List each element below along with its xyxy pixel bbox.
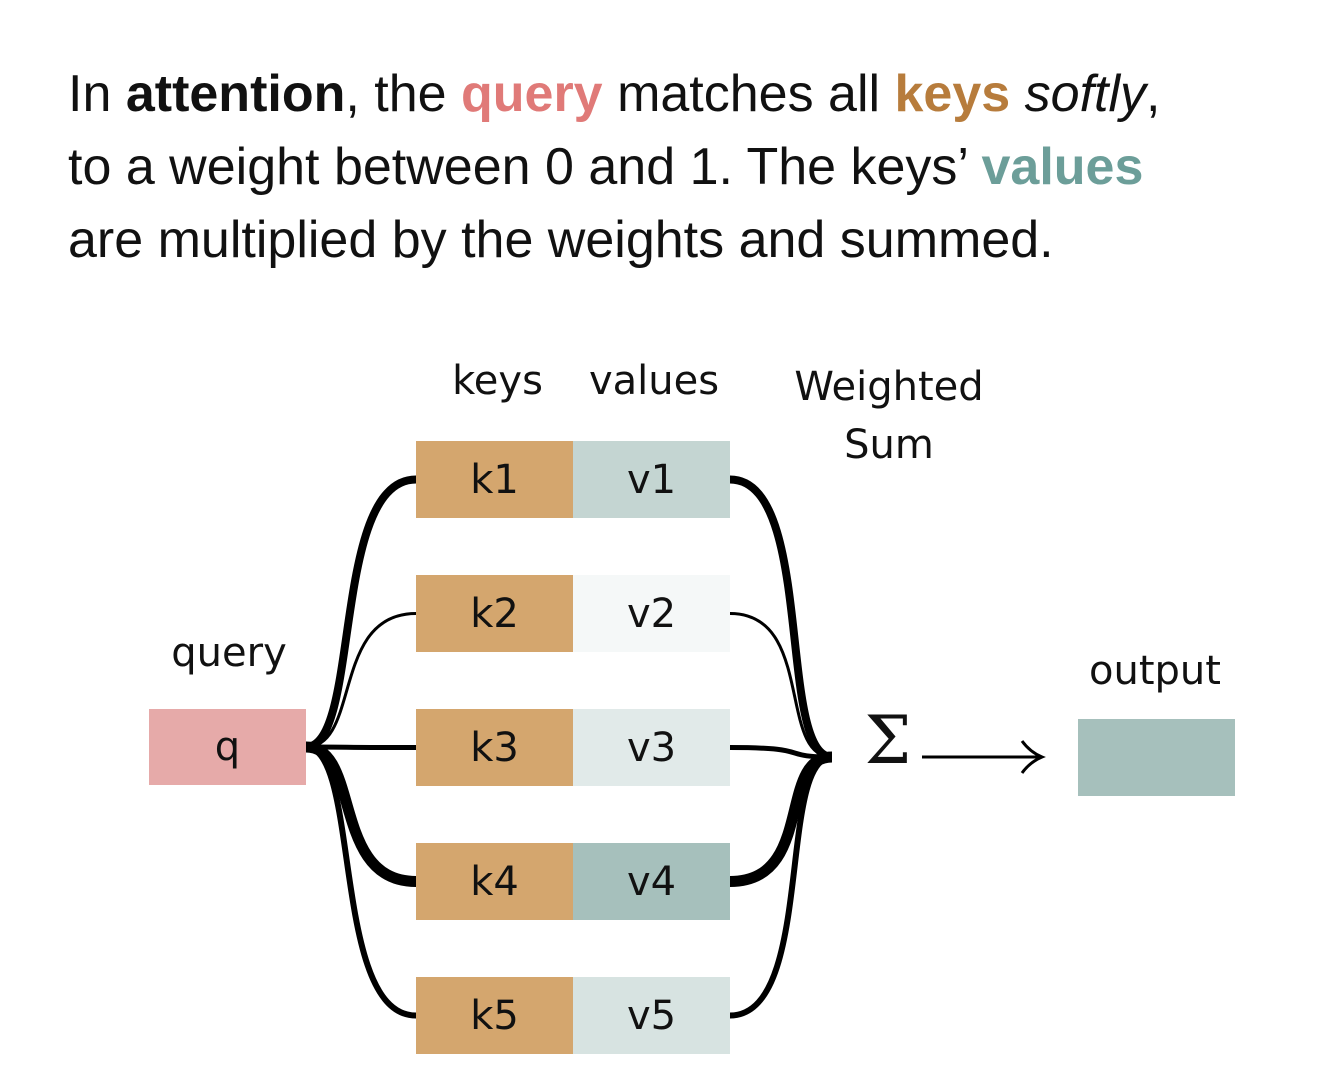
value-box-2: v2: [573, 575, 730, 652]
wire-in-1: [305, 475, 417, 751]
key-box-1: k1: [416, 441, 573, 518]
wire-out-1: [729, 475, 833, 761]
caption-line-3: are multiplied by the weights and summed…: [68, 204, 1288, 277]
wire-in-5: [305, 744, 417, 1019]
sum-symbol: Σ: [864, 702, 912, 779]
keys-header: keys: [452, 358, 543, 404]
values-header: values: [588, 358, 720, 404]
caption-word-values: values: [981, 138, 1144, 196]
output-box: [1078, 719, 1235, 796]
weighted-sum-header: Weighted Sum: [770, 358, 1008, 474]
output-label: output: [1089, 648, 1221, 694]
weighted-header-line-2: Sum: [844, 422, 934, 468]
key-box-2: k2: [416, 575, 573, 652]
caption-line-1: In attention, the query matches all keys…: [68, 58, 1288, 131]
caption-line-3-text: are multiplied by the weights and summed…: [68, 211, 1054, 269]
caption-word-query: query: [461, 65, 603, 123]
caption-word-matches-all: matches all: [617, 65, 881, 123]
value-box-1: v1: [573, 441, 730, 518]
caption-word-attention: attention: [125, 65, 346, 123]
caption-comma: ,: [1146, 65, 1161, 123]
query-label: query: [171, 630, 287, 676]
value-box-3: v3: [573, 709, 730, 786]
wire-in-2: [305, 612, 417, 749]
wire-out-2: [729, 612, 833, 759]
caption-word-the: , the: [345, 65, 447, 123]
caption-word-keys: keys: [894, 65, 1011, 123]
query-box: q: [149, 709, 306, 785]
weighted-header-line-1: Weighted: [794, 364, 984, 410]
key-box-3: k3: [416, 709, 573, 786]
caption-line-2-text: to a weight between 0 and 1. The keys’: [68, 138, 968, 196]
arrowhead-icon: [1020, 740, 1046, 774]
value-box-4: v4: [573, 843, 730, 920]
caption-word-in: In: [68, 65, 112, 123]
caption: In attention, the query matches all keys…: [68, 58, 1288, 277]
key-box-4: k4: [416, 843, 573, 920]
wire-out-4: [729, 751, 833, 887]
caption-word-softly: softly: [1024, 65, 1147, 123]
wire-in-4: [305, 741, 417, 887]
caption-line-2: to a weight between 0 and 1. The keys’ v…: [68, 131, 1288, 204]
wire-out-5: [729, 754, 833, 1019]
value-box-5: v5: [573, 977, 730, 1054]
key-box-5: k5: [416, 977, 573, 1054]
